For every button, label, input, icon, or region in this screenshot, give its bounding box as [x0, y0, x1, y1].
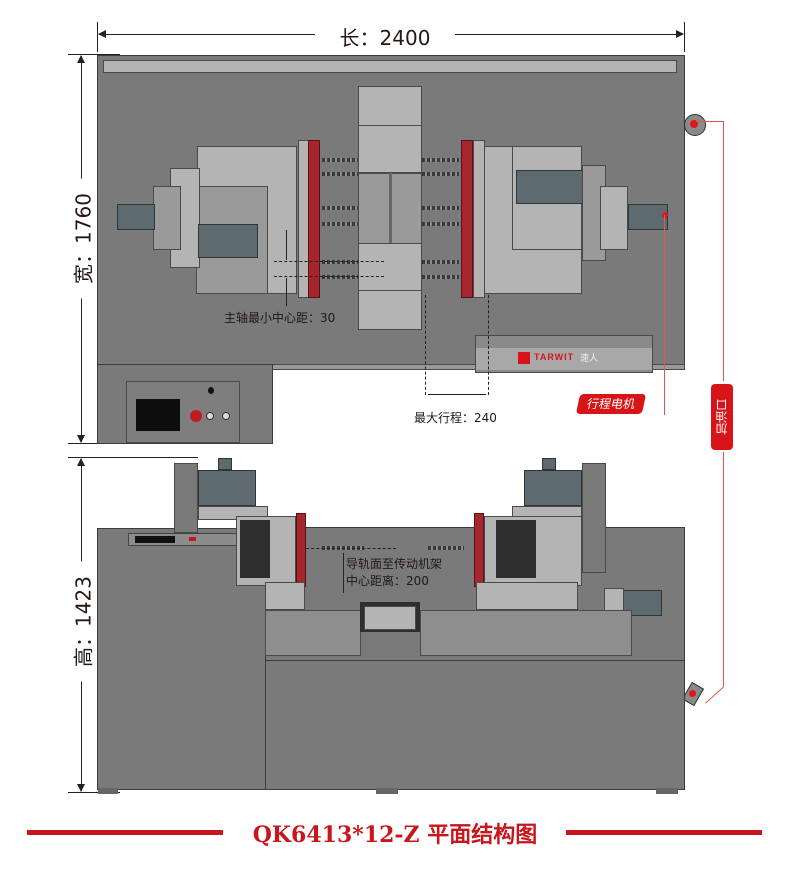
- left-spindle-plate: [308, 140, 320, 298]
- arrow-left-icon: [98, 30, 106, 38]
- indicator-button[interactable]: [206, 412, 214, 420]
- left-spindle-motor: [198, 224, 258, 258]
- side-right-spindle-plate: [474, 513, 484, 587]
- height-label: 高：1423: [67, 561, 97, 682]
- center-fixture: [358, 86, 422, 130]
- selector-switch[interactable]: [208, 387, 214, 394]
- width-label: 宽：1760: [67, 178, 97, 299]
- rail-distance-label-2: 中心距离：200: [346, 574, 429, 588]
- emergency-stop-button[interactable]: [190, 410, 202, 422]
- arrow-right-icon: [676, 30, 684, 38]
- top-rail: [103, 60, 677, 73]
- arrow-down-icon: [77, 784, 85, 792]
- tarwit-logo-icon: [518, 352, 530, 364]
- width-dimension: 宽：1760: [67, 54, 120, 444]
- stroke-motor-callout: 行程电机: [575, 394, 647, 414]
- display-screen: [136, 399, 180, 431]
- right-spindle-motor: [516, 170, 586, 204]
- right-feed-motor: [628, 204, 668, 230]
- length-label: 长：2400: [315, 22, 455, 51]
- side-control-strip: [128, 533, 238, 546]
- indicator-button[interactable]: [222, 412, 230, 420]
- side-left-spindle-plate: [296, 513, 306, 587]
- length-dimension: 长：2400: [97, 22, 685, 52]
- arrow-down-icon: [77, 435, 85, 443]
- arrow-up-icon: [77, 458, 85, 466]
- left-feed-motor: [117, 204, 155, 230]
- right-spindle-plate: [461, 140, 473, 298]
- height-dimension: 高：1423: [67, 457, 198, 793]
- diagram-title: QK6413*12-Z 平面结构图: [252, 822, 538, 848]
- oil-inlet-callout: 加油口: [711, 384, 733, 450]
- control-cabinet-top: [97, 364, 273, 444]
- brand-logo-text: TARWIT: [534, 352, 575, 362]
- side-view-base: [265, 660, 685, 790]
- title-rule-left: [27, 830, 223, 835]
- slide-cover: TARWIT 速人: [475, 335, 653, 373]
- title-rule-right: [566, 830, 762, 835]
- arrow-up-icon: [77, 55, 85, 63]
- side-right-motor: [524, 470, 582, 506]
- rail-distance-label-1: 导轨面至传动机架: [346, 557, 443, 571]
- brand-logo-cn: 速人: [580, 353, 599, 363]
- side-left-motor: [198, 470, 256, 506]
- min-center-distance-label: 主轴最小中心距：30: [224, 311, 336, 325]
- max-stroke-label: 最大行程：240: [414, 411, 497, 425]
